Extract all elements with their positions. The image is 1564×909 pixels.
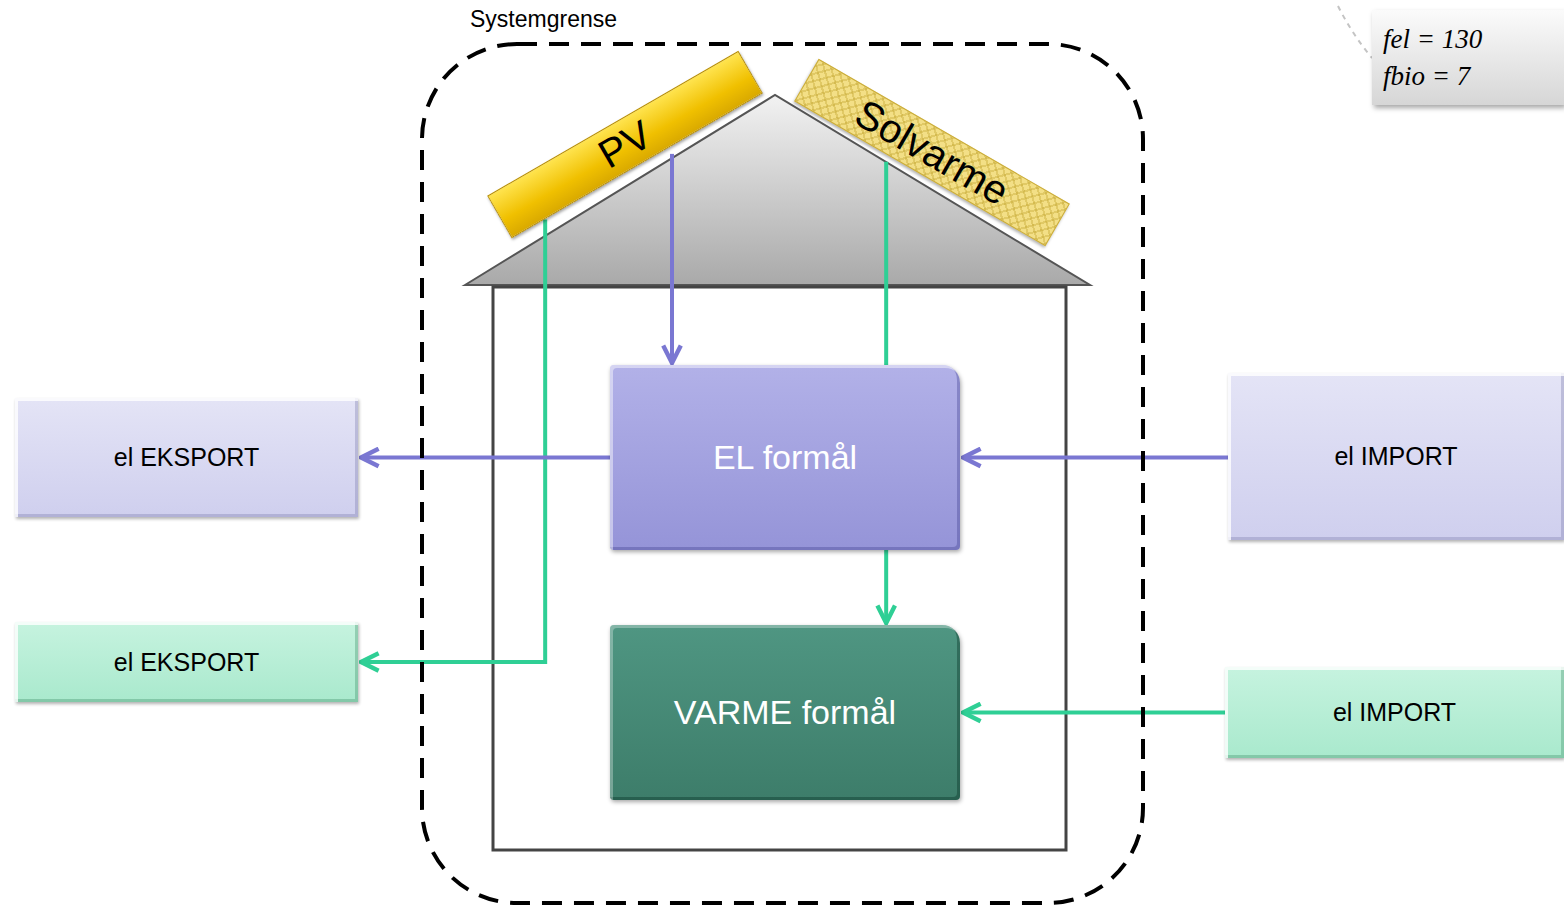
node-label: PV [591,112,660,178]
flow-arrow [963,711,1225,715]
flow-arrow [361,219,545,662]
pv-panel: PV [487,51,763,238]
node-label: fel = 130 [1383,21,1482,57]
import-box: el IMPORT [1228,373,1564,540]
node-label: el IMPORT [1334,442,1457,471]
factor-box: fel = 130fbio = 7 [1372,10,1564,105]
node-label: el IMPORT [1333,698,1456,727]
flow-arrow [670,154,674,363]
node-label: EL formål [713,438,857,477]
export-box: el EKSPORT [15,398,358,517]
process-box: EL formål [610,365,960,550]
flow-arrow [963,456,1228,460]
system-boundary: SystemgrensePVSolvarmeEL formålVARME for… [420,42,1145,905]
node-label: fbio = 7 [1383,58,1470,94]
house-wall [493,287,1066,850]
node-label: Solvarme [848,91,1017,214]
flow-arrow [361,456,610,460]
node-label: el EKSPORT [114,648,259,677]
process-box: VARME formål [610,625,960,800]
export-box: el EKSPORT [15,622,358,702]
node-label: el EKSPORT [114,443,259,472]
node-label: Systemgrense [470,6,617,33]
import-box: el IMPORT [1225,667,1564,758]
solar-thermal-panel: Solvarme [794,59,1070,246]
node-label: VARME formål [674,693,896,732]
decor-curve [1338,6,1372,58]
